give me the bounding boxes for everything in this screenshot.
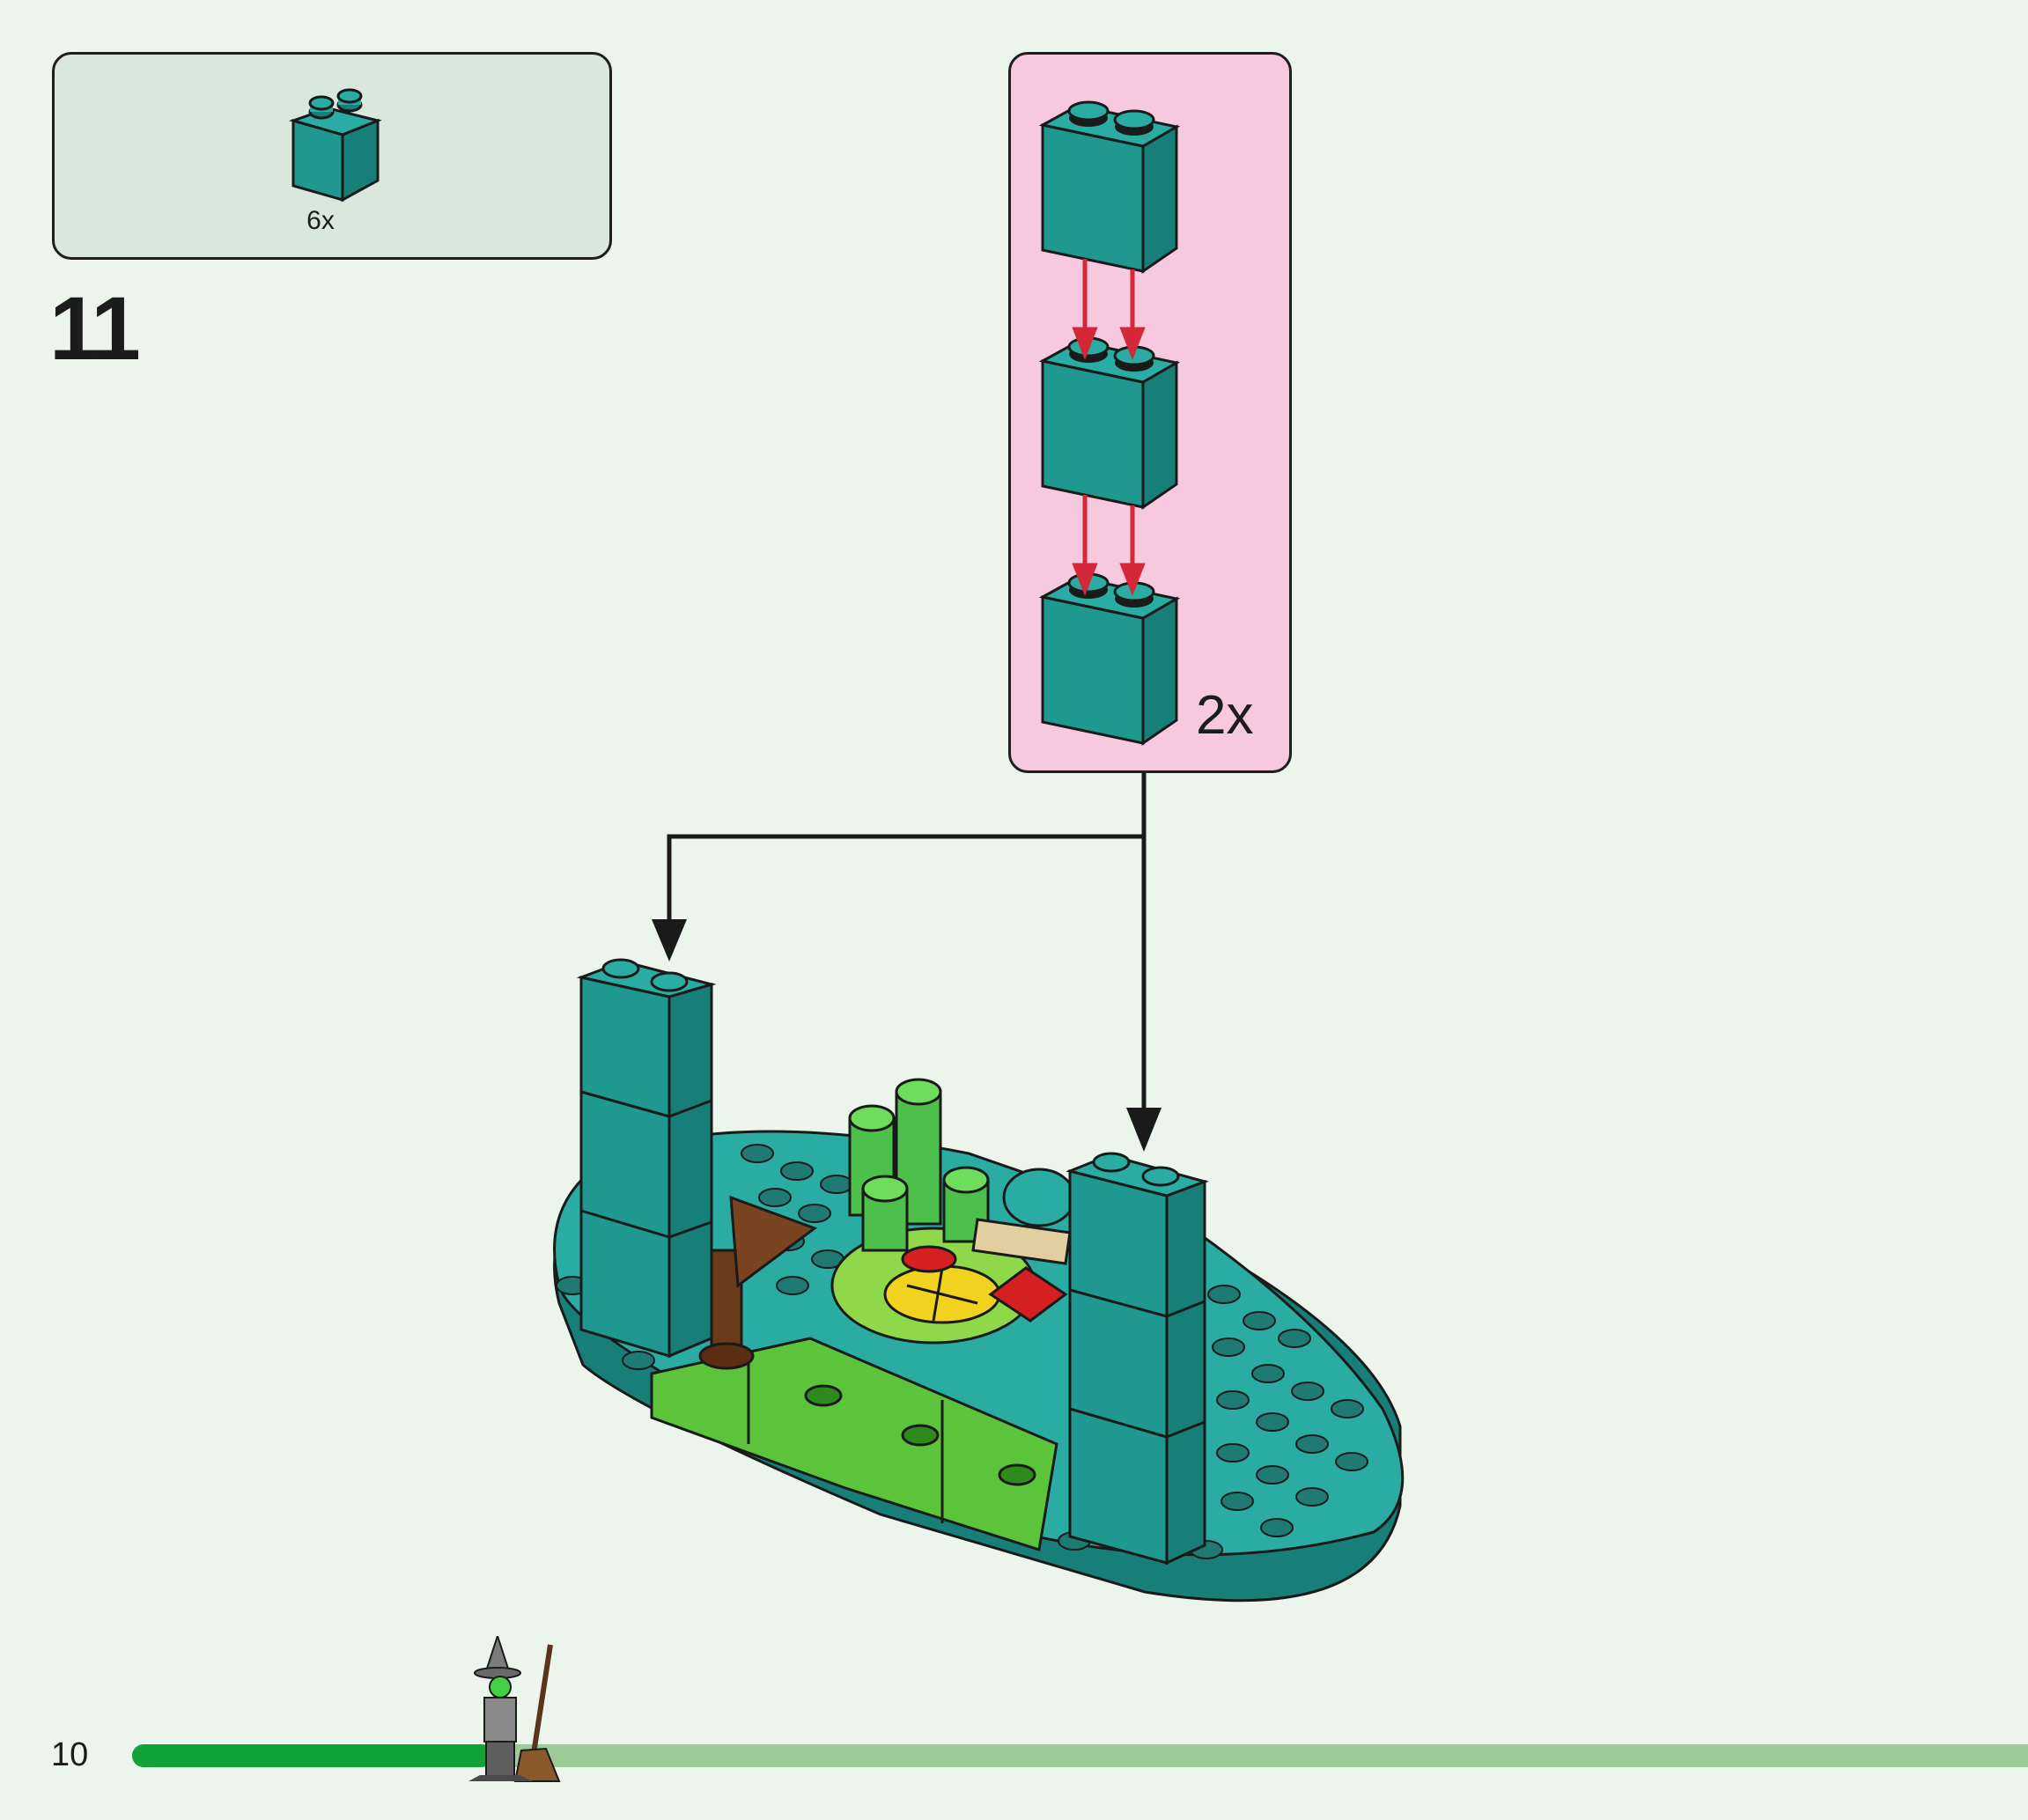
left-arrow-head — [652, 919, 687, 962]
left-brick-column — [576, 958, 717, 1359]
step-number: 11 — [49, 278, 141, 379]
progress-bar — [132, 1744, 2028, 1767]
page-number: 10 — [51, 1736, 89, 1773]
right-arrow-head — [1126, 1108, 1161, 1152]
placement-connector-arrows — [667, 773, 1147, 1118]
teal-2x1-brick-icon — [289, 88, 382, 203]
red-pyramid-piece — [988, 1266, 1068, 1323]
brown-flag-pole — [698, 1195, 818, 1370]
tan-bar-piece — [971, 1218, 1072, 1265]
subassembly-callout-box: 2x — [1008, 52, 1292, 773]
parts-callout-box: 6x — [52, 52, 612, 260]
subassembly-multiplier: 2x — [1196, 685, 1254, 746]
green-plant-cones — [848, 1078, 990, 1273]
witch-minifigure-icon — [468, 1636, 561, 1782]
teal-dome-piece — [1002, 1168, 1076, 1227]
right-brick-column — [1066, 1152, 1209, 1566]
progress-bar-fill — [132, 1744, 493, 1767]
parts-quantity-label: 6x — [306, 206, 335, 235]
placement-arrows — [1072, 259, 1146, 596]
green-tiles — [650, 1337, 1058, 1551]
stacked-bricks-diagram — [1041, 100, 1178, 745]
